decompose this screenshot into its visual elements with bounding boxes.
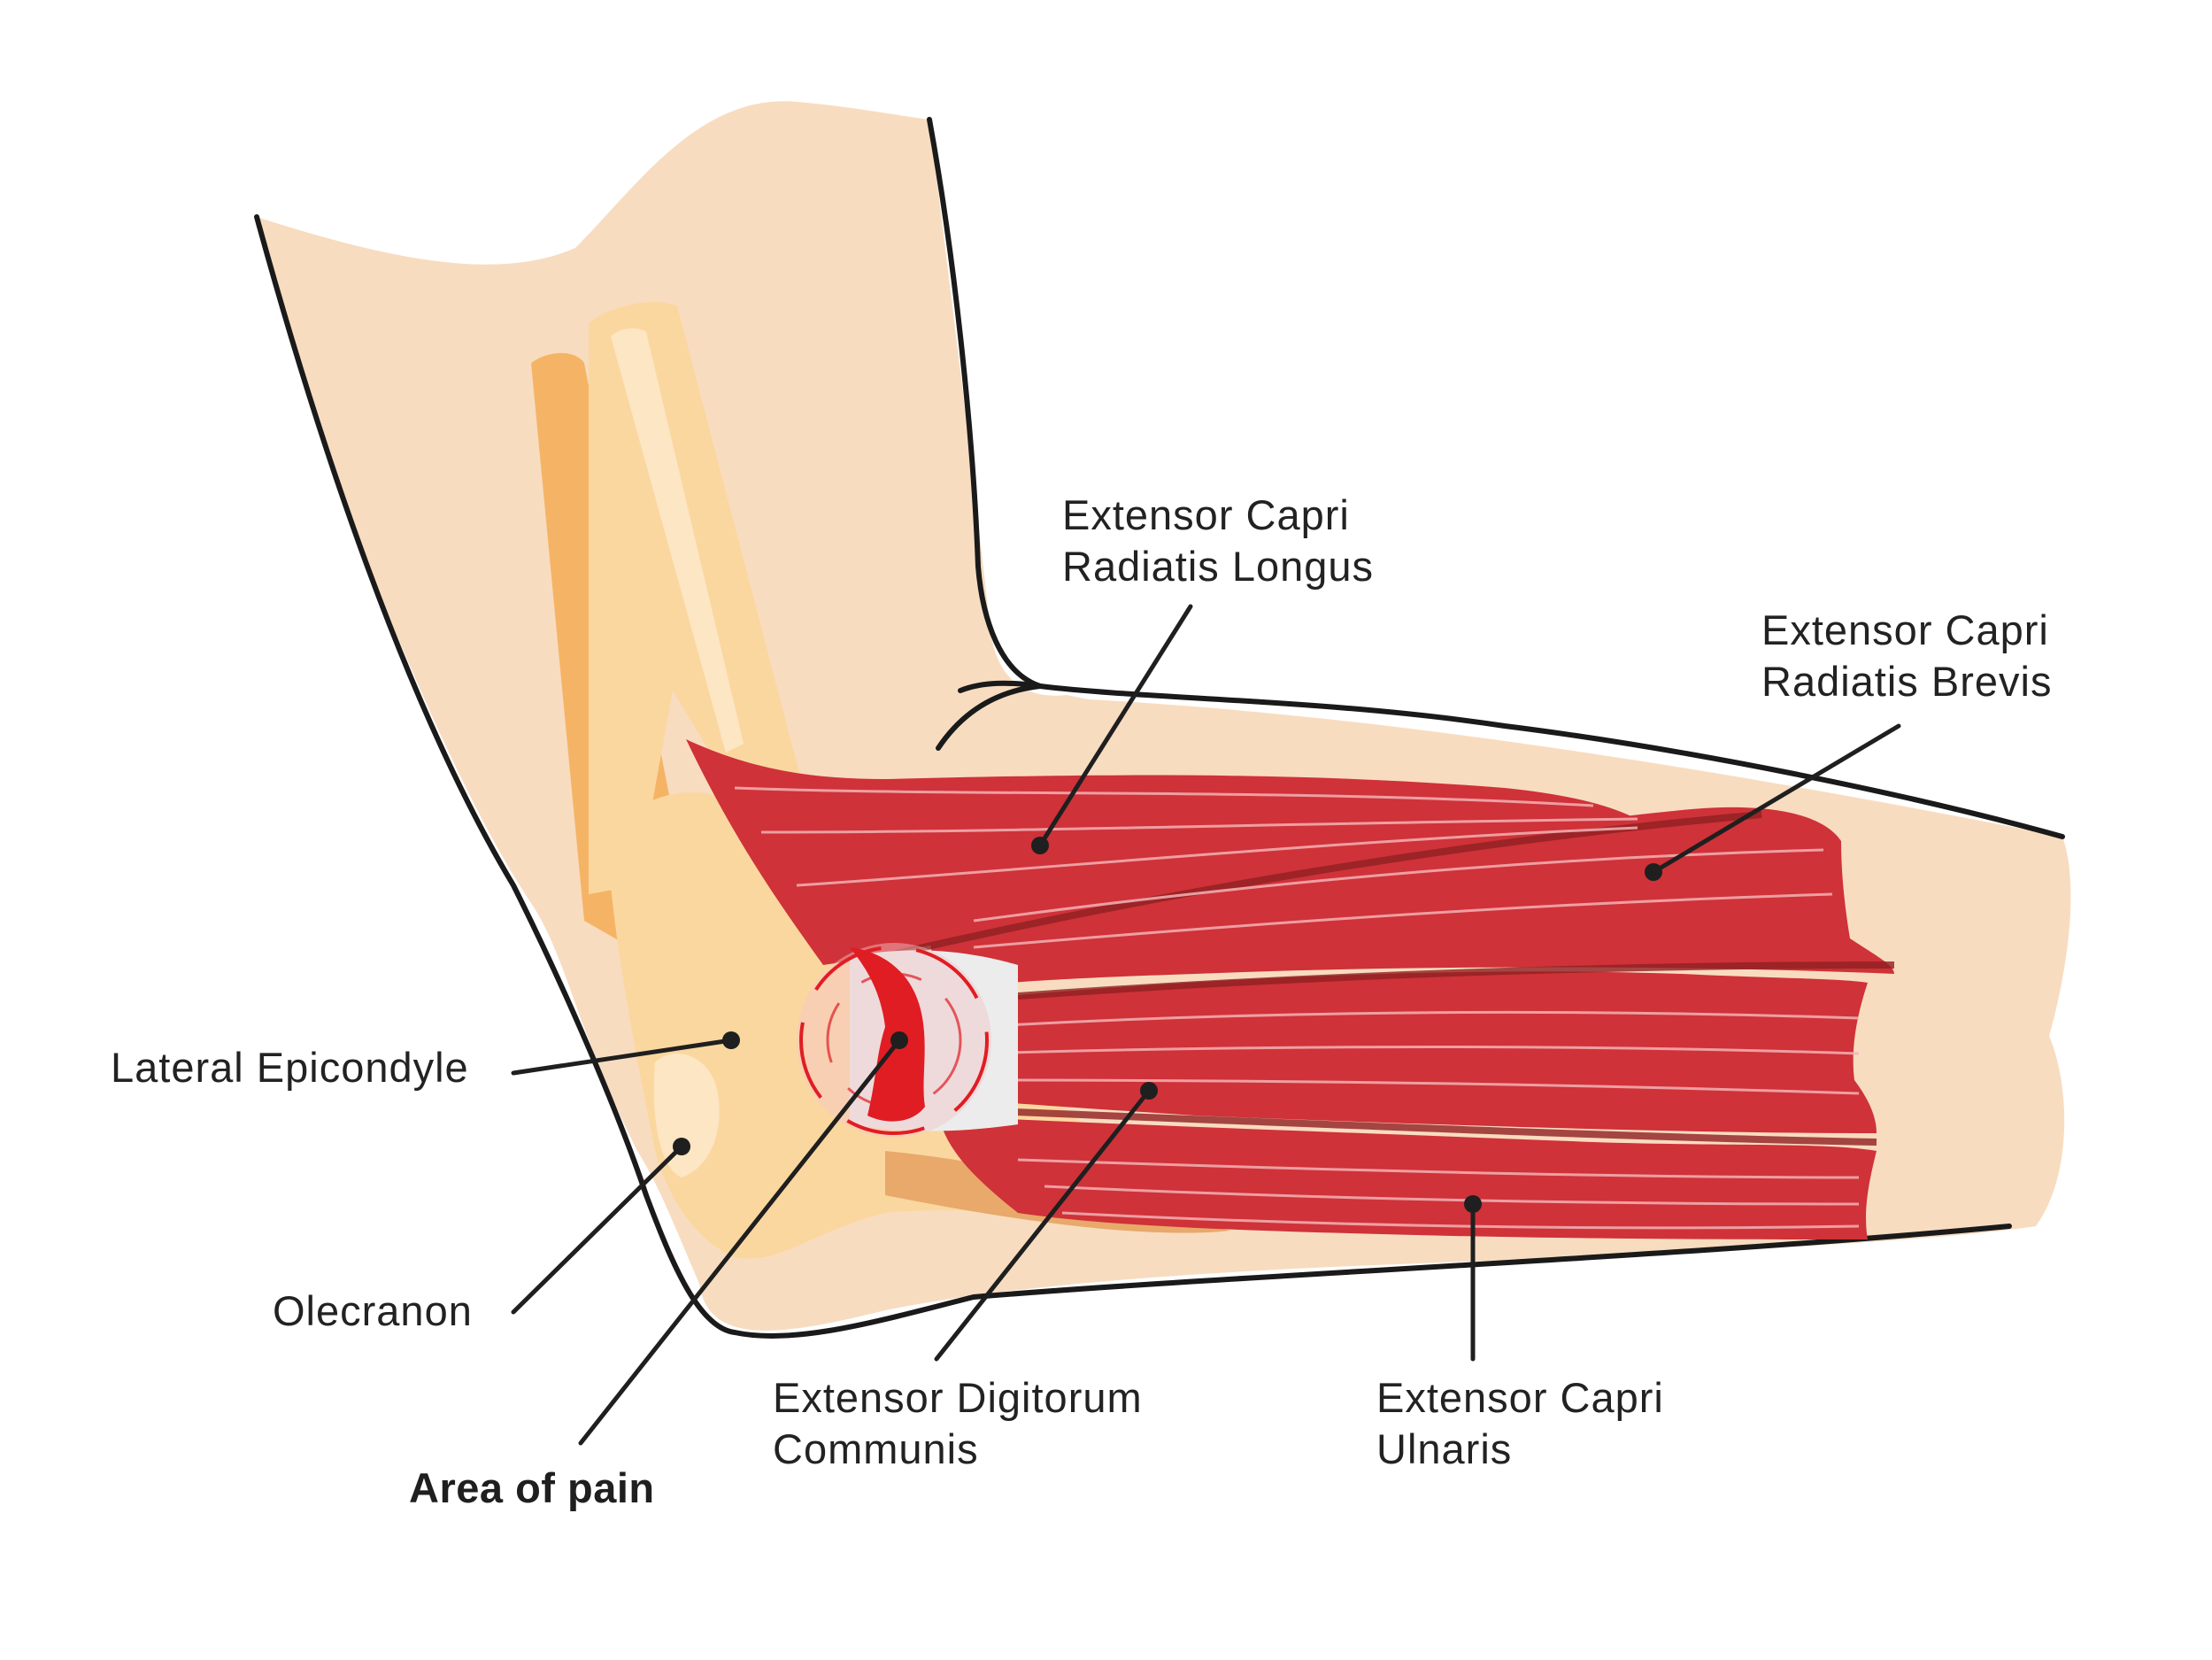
elbow-crease bbox=[936, 680, 1043, 751]
ecu-muscle bbox=[938, 1116, 1877, 1239]
leader-olecranon bbox=[511, 1144, 684, 1315]
label-ecrb-line2: Radiatis Brevis bbox=[1761, 658, 2052, 705]
label-ecu: Extensor Capri Ulnaris bbox=[1376, 1374, 1676, 1472]
olecranon-bump bbox=[653, 1054, 720, 1177]
label-ecrl-line1: Extensor Capri bbox=[1062, 491, 1350, 538]
label-area-of-pain: Area of pain bbox=[409, 1464, 655, 1511]
forearm-muscles bbox=[686, 739, 1895, 1239]
label-ecu-line2: Ulnaris bbox=[1376, 1425, 1512, 1472]
muscle-fibers bbox=[734, 786, 1860, 1230]
muscle-separator-3 bbox=[990, 1108, 1877, 1146]
label-edc: Extensor Digitorum Communis bbox=[773, 1374, 1155, 1472]
label-ecrb: Extensor Capri Radiatis Brevis bbox=[1761, 606, 2062, 705]
labels: Extensor Capri Radiatis Longus Extensor … bbox=[111, 491, 2062, 1511]
label-ecrl: Extensor Capri Radiatis Longus bbox=[1062, 491, 1374, 590]
label-ecu-line1: Extensor Capri bbox=[1376, 1374, 1664, 1421]
leader-lateral-epicondyle bbox=[511, 1038, 734, 1076]
dot-edc bbox=[1140, 1082, 1158, 1100]
muscle-separator-2 bbox=[1017, 961, 1895, 1000]
dot-ecu bbox=[1464, 1195, 1482, 1213]
dot-olecranon bbox=[673, 1138, 690, 1155]
leader-ecrl bbox=[1037, 604, 1193, 848]
leader-ecrb bbox=[1651, 723, 1901, 875]
ecrl-muscle bbox=[686, 739, 1655, 965]
label-ecrb-line1: Extensor Capri bbox=[1761, 606, 2049, 653]
label-ecrl-line2: Radiatis Longus bbox=[1062, 543, 1374, 590]
leader-edc bbox=[934, 1088, 1152, 1362]
pain-tear bbox=[850, 947, 925, 1122]
label-lateral-epicondyle: Lateral Epicondyle bbox=[111, 1044, 469, 1091]
dot-ecrl bbox=[1031, 837, 1049, 854]
leader-lines bbox=[511, 604, 1901, 1446]
dot-area-of-pain bbox=[890, 1031, 908, 1049]
ecrb-muscle bbox=[929, 807, 1894, 992]
pain-ring-outer bbox=[799, 946, 989, 1135]
label-edc-line2: Communis bbox=[773, 1425, 979, 1472]
label-edc-line1: Extensor Digitorum bbox=[773, 1374, 1143, 1421]
upper-arm-outline bbox=[254, 214, 2012, 1340]
humerus-highlight bbox=[611, 328, 744, 753]
back-arm-outline bbox=[927, 117, 2065, 839]
leader-area-of-pain bbox=[578, 1038, 902, 1446]
dot-ecrb bbox=[1645, 863, 1662, 881]
label-olecranon: Olecranon bbox=[273, 1287, 473, 1334]
dot-lateral-epicondyle bbox=[722, 1031, 740, 1049]
